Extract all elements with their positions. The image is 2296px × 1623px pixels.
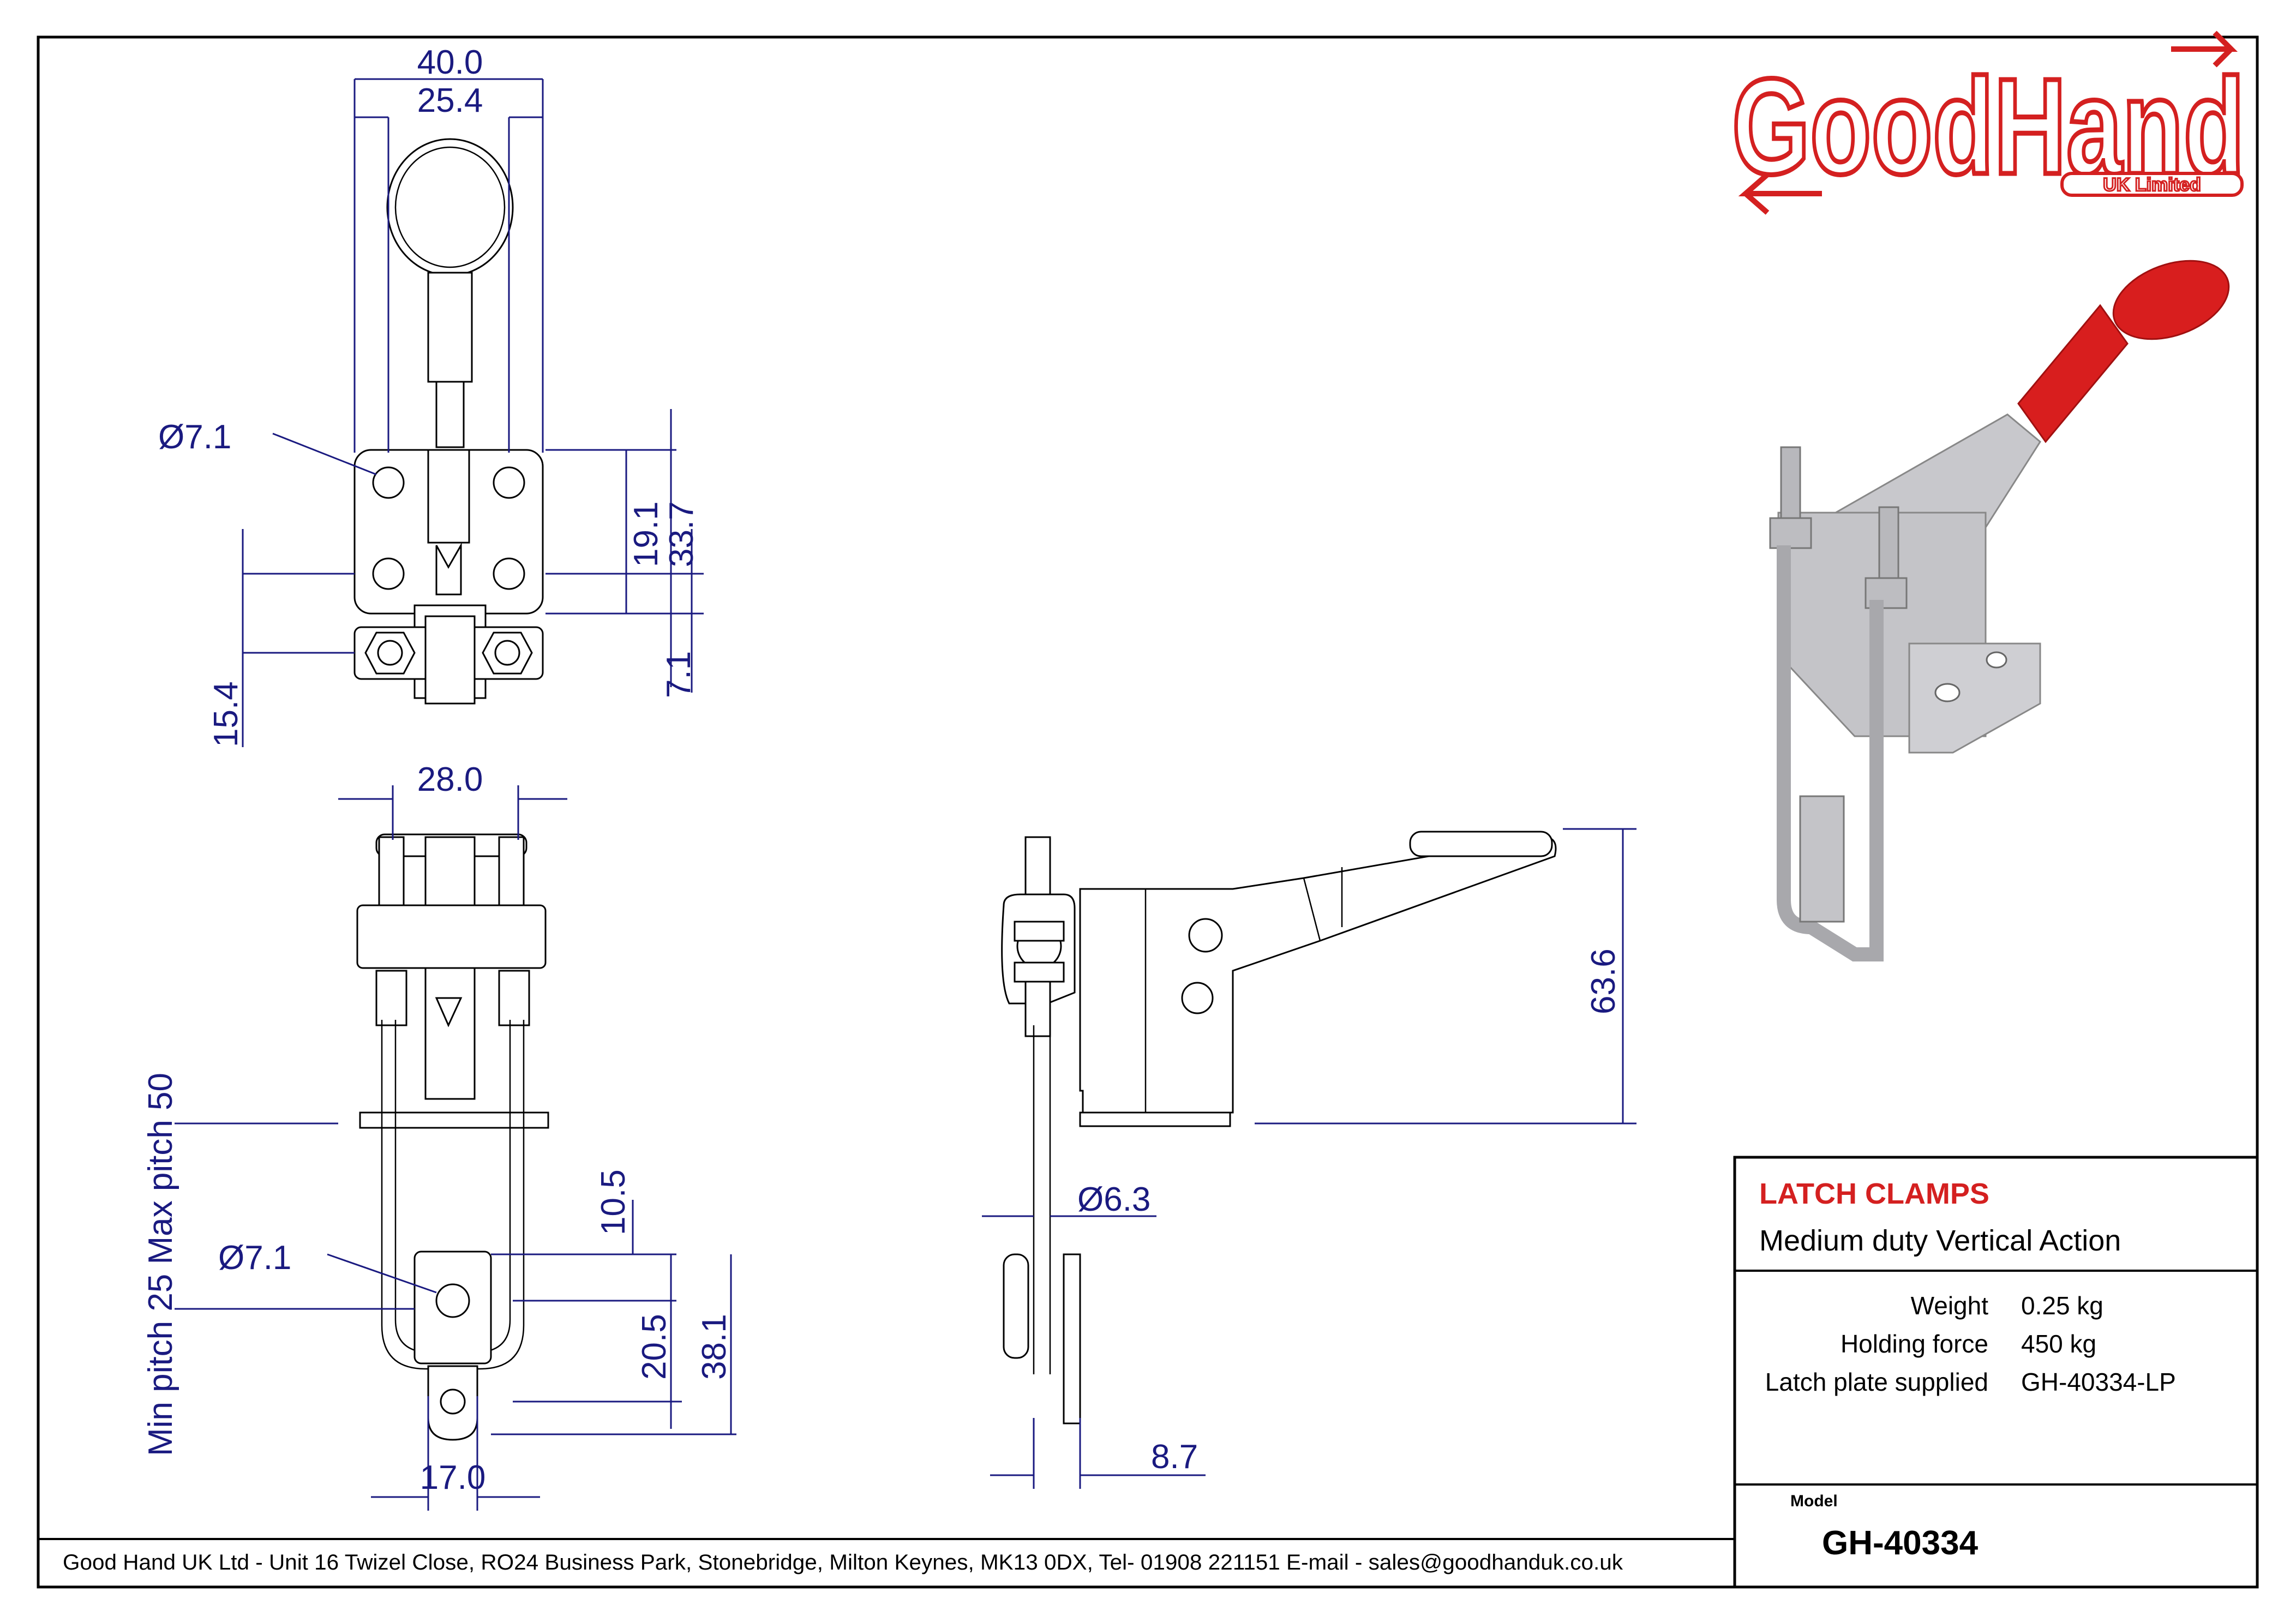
dim-front-17: 17.0 (420, 1459, 486, 1496)
dim-front-width: 28.0 (417, 761, 483, 798)
model-label: Model (1790, 1492, 1838, 1510)
dim-front-10: 10.5 (595, 1169, 632, 1235)
model-number: GH-40334 (1822, 1524, 1979, 1562)
dim-front-pitch: Min pitch 25 Max pitch 50 (142, 1073, 179, 1456)
dim-side-dia: Ø6.3 (1077, 1181, 1150, 1218)
dim-front-20: 20.5 (636, 1314, 673, 1380)
title-category: LATCH CLAMPS (1759, 1177, 1989, 1210)
dim-front-hole-dia: Ø7.1 (218, 1239, 291, 1277)
spec-label-holding-force: Holding force (1841, 1330, 1988, 1358)
spec-value-holding-force: 450 kg (2021, 1330, 2096, 1358)
spec-label-latch-plate: Latch plate supplied (1765, 1368, 1988, 1396)
dim-side-8: 8.7 (1151, 1438, 1198, 1476)
dim-top-height-15: 15.4 (207, 681, 245, 747)
top-view: 40.0 25.4 Ø7.1 19.1 33.7 7.1 15.4 (158, 44, 704, 747)
spec-label-weight: Weight (1911, 1291, 1989, 1320)
dim-top-height-19: 19.1 (627, 501, 665, 567)
dim-front-38: 38.1 (696, 1314, 733, 1380)
dim-top-width-outer: 40.0 (417, 44, 483, 81)
footer-address: Good Hand UK Ltd - Unit 16 Twizel Close,… (63, 1550, 1623, 1574)
spec-value-weight: 0.25 kg (2021, 1291, 2103, 1320)
clamp-3d-render (1769, 260, 2230, 961)
dim-top-height-7: 7.1 (660, 651, 698, 698)
goodhand-logo: GoodHand UK Limited (1730, 31, 2247, 215)
logo-subtitle: UK Limited (2103, 175, 2201, 195)
title-description: Medium duty Vertical Action (1759, 1224, 2121, 1257)
spec-value-latch-plate: GH-40334-LP (2021, 1368, 2176, 1396)
title-block: LATCH CLAMPS Medium duty Vertical Action… (1733, 1156, 2259, 1589)
dim-top-hole-dia: Ø7.1 (158, 418, 231, 456)
dim-top-height-33: 33.7 (663, 501, 700, 567)
sheet-border (37, 35, 2259, 1589)
side-view: 63.6 Ø6.3 8.7 (982, 828, 1636, 1489)
front-view: 28.0 Min pitch 25 Max pitch 50 Ø7.1 10.5… (142, 761, 736, 1511)
dim-top-width-inner: 25.4 (417, 82, 483, 119)
dim-side-height: 63.6 (1585, 948, 1622, 1014)
